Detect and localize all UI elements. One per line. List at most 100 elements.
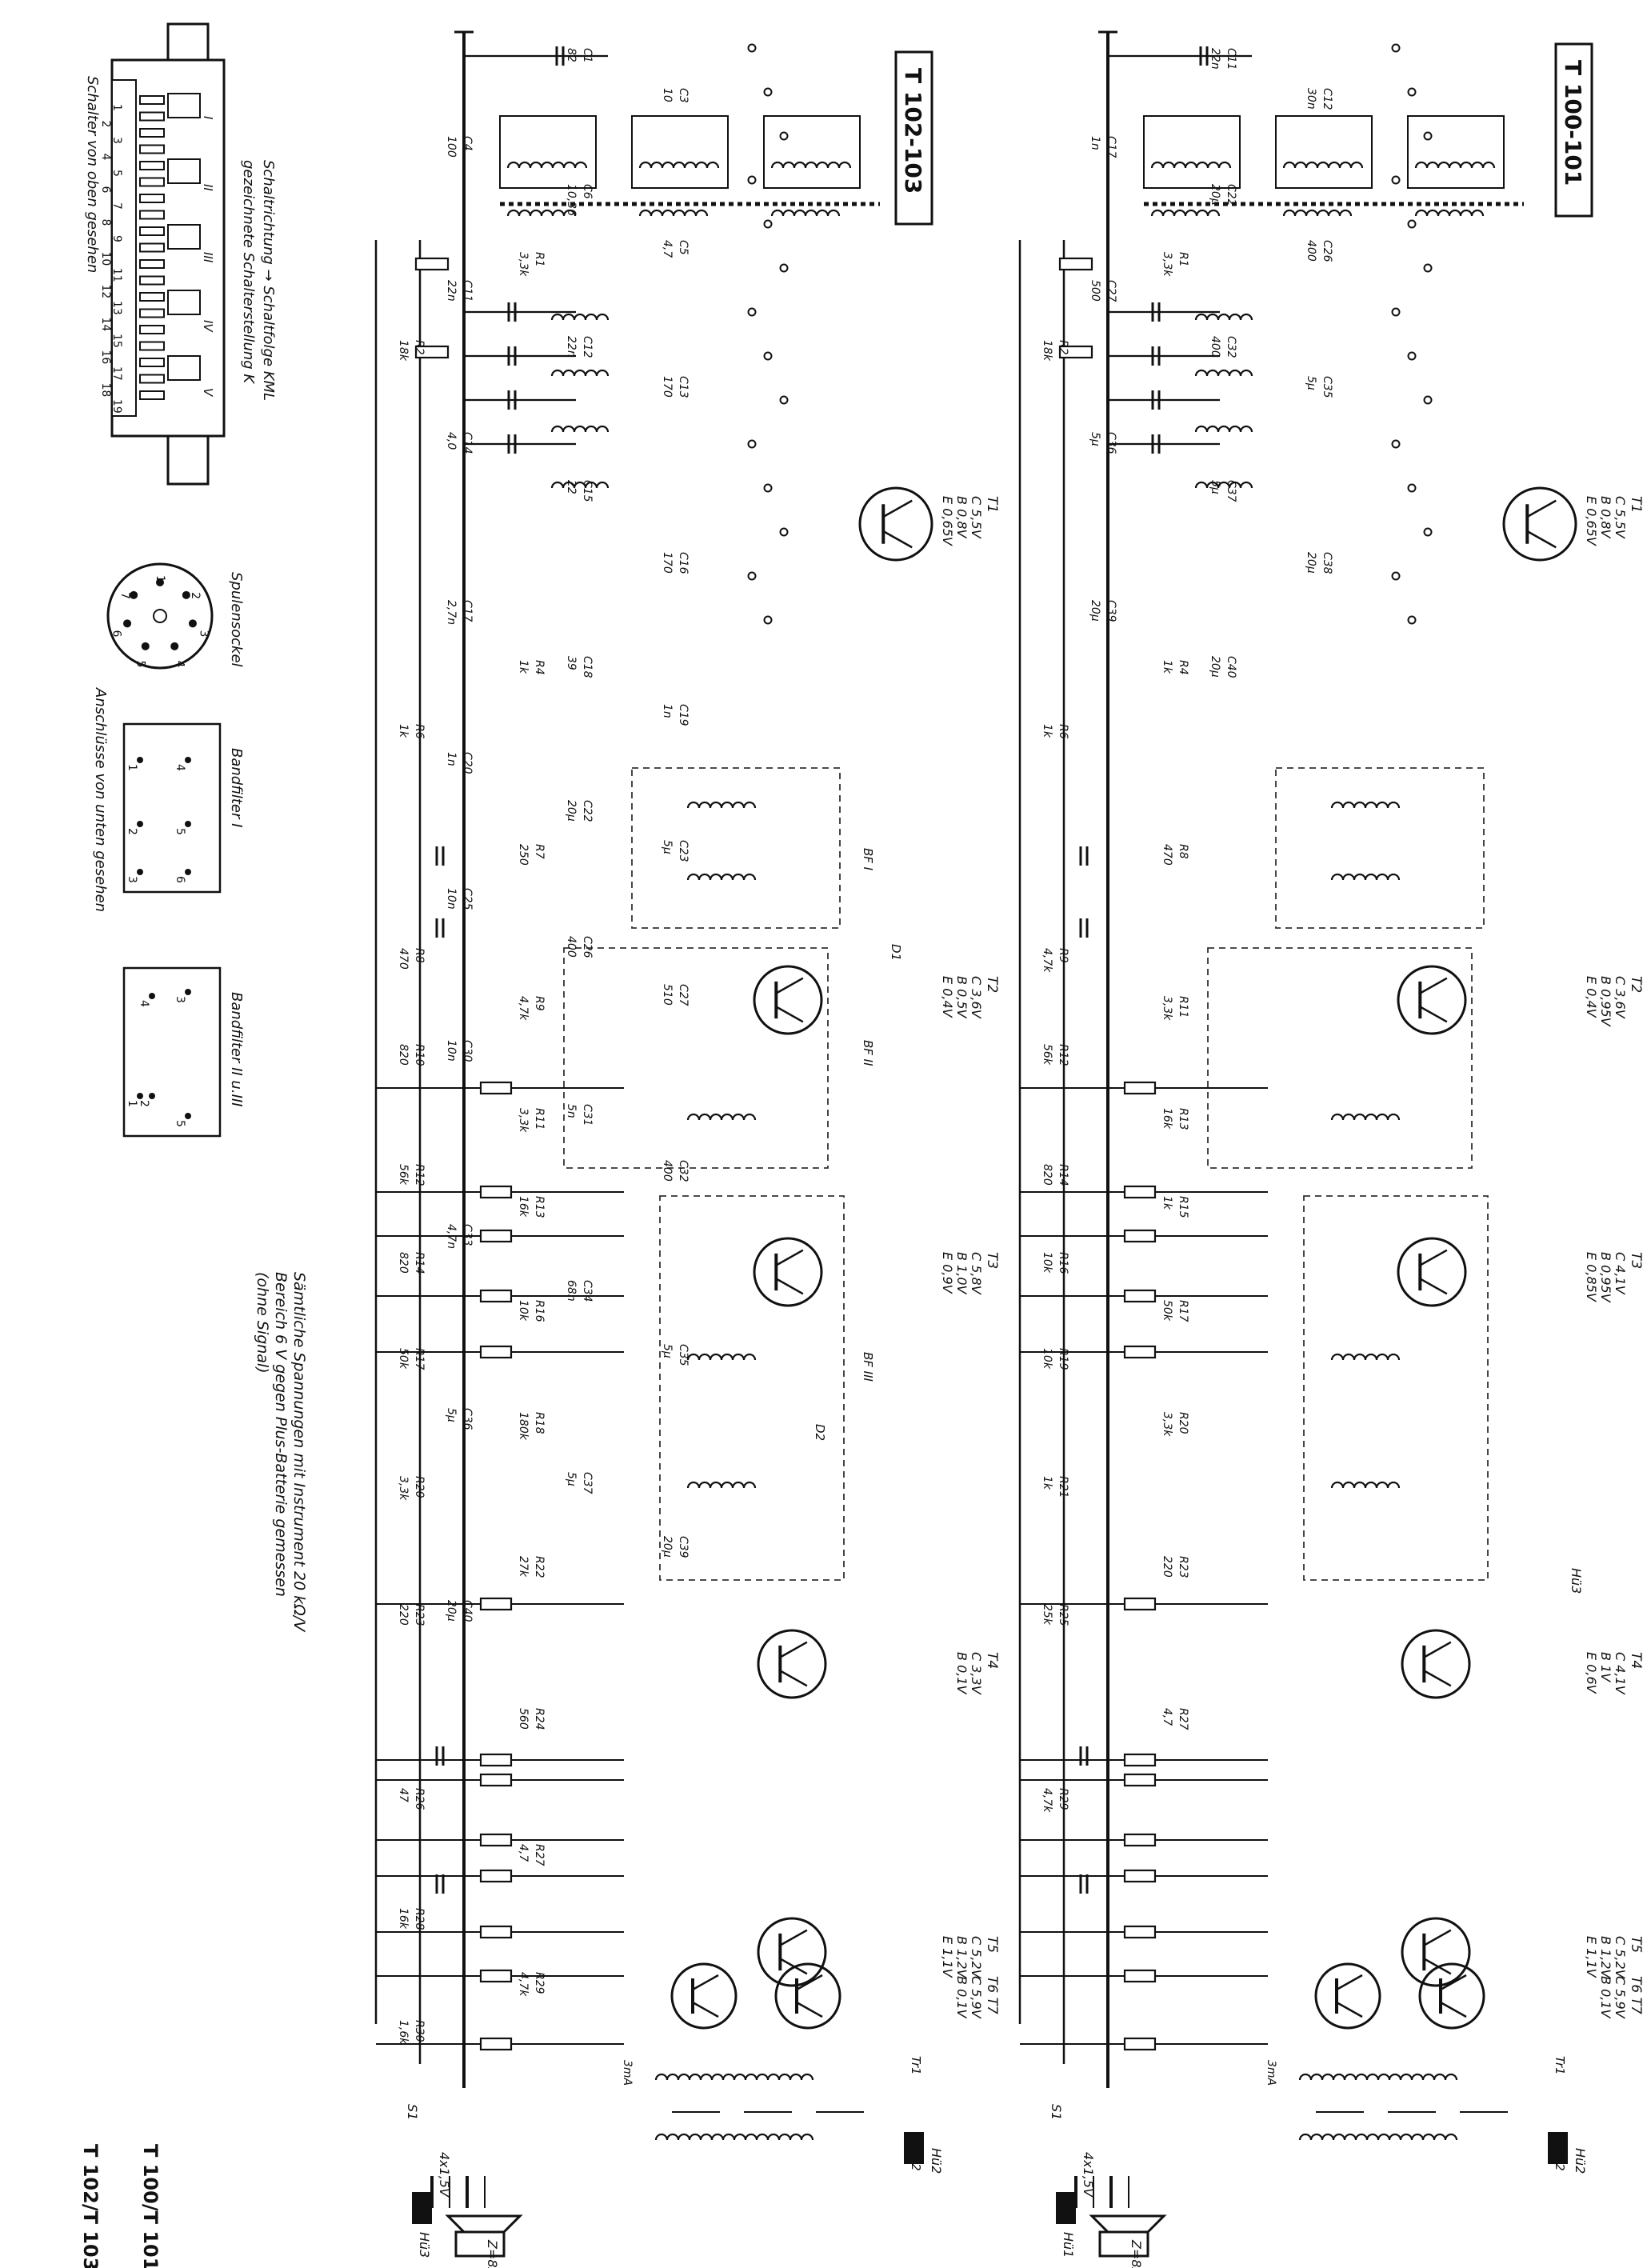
switch-number: 11 [110,268,123,282]
bias-resistor [1123,1925,1157,1939]
capacitor-value-label: 30n [1305,88,1317,110]
bias-resistor [479,1289,513,1303]
socket-note: Anschlüsse von unten gesehen [92,687,109,912]
transistor-voltage-label: B 1,2V [954,1936,969,1979]
transistor-name-label: T5 [1628,1936,1644,1953]
transistor-t1-emitter [882,530,913,549]
capacitor-value-label: 400 [565,936,578,958]
switch-contact [779,527,789,537]
capacitor-name-label: C27 [1105,280,1117,302]
capacitor-name-label: C5 [677,240,690,255]
transistor-voltage-label: E 0,4V [1584,976,1599,1018]
switch-number: 19 [110,399,123,414]
transistor-voltage-label: E 0,4V [940,976,955,1018]
transistor-t4-collector [779,1641,808,1658]
battery-label: 4x1,5V [437,2152,452,2198]
transistor-voltage-label: C 3,3V [969,1652,984,1695]
R1 [1058,257,1093,271]
transistor-voltage-label: B 0,8V [954,496,969,539]
switch-number: 7 [110,202,123,210]
socket-pin-number: 1 [154,575,166,582]
transformer-label: Tr1 [909,2056,923,2075]
transistor-t4 [757,1629,827,1699]
bandfilter-pin-number: 5 [174,1120,186,1127]
resistor-value-label: 18k [397,340,410,362]
resistor-name-label: R16 [533,1300,546,1322]
resistor-value-label: 4,7 [1161,1708,1173,1726]
bandfilter-pin-number: 1 [126,764,138,771]
transistor-t2-emitter [1419,1006,1448,1023]
coil-block [1275,115,1373,189]
if-coil [1330,1113,1401,1121]
transistor-t7-emitter [1440,2001,1467,2018]
speaker-label: Z=8Ω [485,2239,500,2268]
bias-resistor [479,1229,513,1243]
coil-winding [1414,209,1485,217]
switch-caption-3: Schalter von oben gesehen [84,76,101,273]
if-coil [1330,801,1401,809]
switch-contact [139,390,165,400]
transistor-t3 [1397,1237,1467,1307]
transistor-t2 [753,965,823,1035]
transistor-name-label: T4 [984,1652,1000,1669]
bandfilter-pin-number: 2 [126,828,138,835]
jack [412,2192,432,2224]
current-label: 3mA [621,2060,634,2086]
transistor-voltage-label: B 0,95V [1598,1252,1613,1303]
bias-resistor [1123,1773,1157,1787]
resistor-value-label: 180k [517,1412,530,1441]
transistor-voltage-label: B 0,5V [954,976,969,1019]
bias-resistor [479,1969,513,1983]
oscillator-coil [1194,369,1253,377]
bias-resistor [479,1185,513,1199]
resistor-value-label: 1k [1041,1476,1053,1490]
transistor-t6 [1314,1962,1381,2030]
transistor-name-label: T1 [984,496,1000,513]
if-coil [1330,1353,1401,1361]
switch-segment [167,93,201,118]
resistor-name-label: R23 [1177,1556,1189,1578]
resistor-name-label: R29 [1057,1788,1069,1810]
capacitor-name-label: C37 [1225,480,1237,502]
bandfilter-box-bf2 [563,947,829,1169]
resistor-name-label: R14 [413,1252,426,1274]
coil-block [631,115,729,189]
capacitor-value-label: 22n [1209,48,1221,70]
resistor-value-label: 1k [397,724,410,738]
socket-pin-number: 2 [189,592,202,599]
switch-contact [763,219,773,229]
switch-contact [1423,263,1433,273]
resistor-name-label: R8 [1177,844,1189,859]
transistor-t2-collector [1419,977,1448,994]
resistor-value-label: 3,3k [517,252,530,277]
output-transformer-winding [1298,2133,1458,2141]
capacitor-value-label: 1n [445,752,458,766]
resistor-value-label: 50k [1161,1300,1173,1322]
transistor-t6 [670,1962,738,2030]
capacitor-value-label: 100 [445,136,458,158]
resistor-value-label: 820 [397,1044,410,1066]
resistor-name-label: R9 [1057,948,1069,963]
resistor-value-label: 4,7 [517,1844,530,1862]
transformer-label: Tr1 [1553,2056,1567,2075]
resistor-name-label: R20 [413,1476,426,1498]
capacitor-value-label: 82 [565,48,578,62]
output-transformer-winding [654,2133,814,2141]
capacitor-name-label: C17 [461,600,474,622]
coil-winding [506,161,588,169]
switch-panel: Schaltrichtung → Schaltfolge KML gezeich… [84,22,277,486]
resistor-value-label: 56k [1041,1044,1053,1066]
capacitor-name-label: C4 [461,136,474,151]
resistor-name-label: R9 [533,996,546,1011]
transistor-t5-collector [779,1929,808,1946]
resistor-value-label: 10k [1041,1348,1053,1370]
resistor-name-label: R4 [1177,660,1189,675]
capacitor-value-label: 1n [1089,136,1101,150]
transistor-voltage-label: E 0,6V [1584,1652,1599,1694]
note-line-1: Sämtliche Spannungen mit Instrument 20 k… [290,1272,308,1633]
resistor-name-label: R24 [533,1708,546,1730]
capacitor-name-label: C13 [677,376,690,398]
switch-number: 3 [110,137,123,144]
capacitor-value-label: 20µ [661,1536,674,1558]
bandfilter-box-bf3 [1303,1195,1489,1581]
